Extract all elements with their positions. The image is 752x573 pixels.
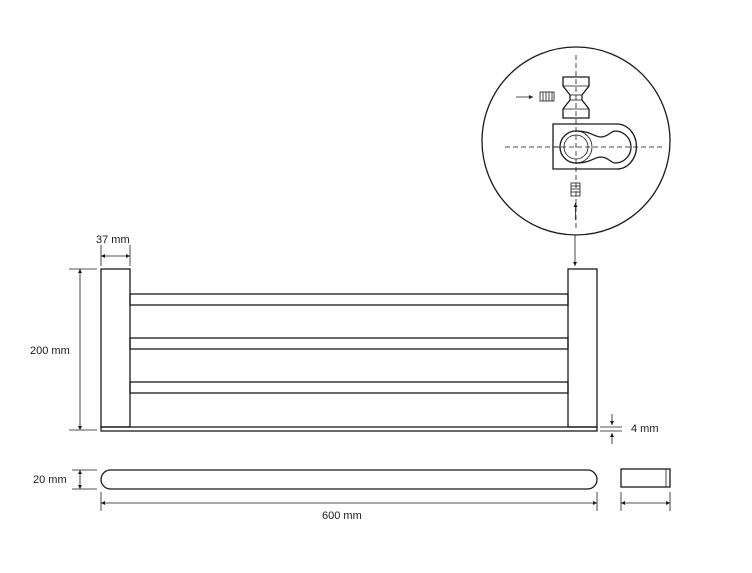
length-label: 600 mm — [322, 510, 362, 522]
rail-top — [129, 293, 569, 306]
width-label: 37 mm — [96, 234, 130, 246]
hex-connector — [562, 76, 590, 119]
side-view — [620, 468, 671, 511]
top-view-rail — [100, 469, 598, 490]
width-dimension: 37 mm — [96, 234, 131, 266]
height-dimension: 200 mm — [30, 268, 97, 431]
side-view-bracket — [620, 468, 671, 488]
base-plate — [100, 426, 598, 432]
thickness-dimension: 4 mm — [600, 414, 659, 444]
rail-bottom — [129, 381, 569, 394]
depth-dimension: 20 mm — [33, 469, 97, 490]
thickness-label: 4 mm — [631, 423, 659, 435]
front-view — [100, 268, 598, 432]
detail-circle — [481, 46, 671, 236]
rail-middle — [129, 337, 569, 350]
height-label: 200 mm — [30, 345, 70, 357]
length-dimension: 600 mm — [100, 492, 598, 522]
depth-label: 20 mm — [33, 474, 67, 486]
set-screw-vertical — [570, 182, 581, 220]
bracket-body — [552, 123, 638, 170]
set-screw-horizontal — [516, 91, 555, 102]
top-view — [100, 469, 598, 490]
mounting-detail — [481, 46, 671, 236]
left-wall-bracket — [100, 268, 131, 428]
right-wall-bracket — [567, 268, 598, 428]
